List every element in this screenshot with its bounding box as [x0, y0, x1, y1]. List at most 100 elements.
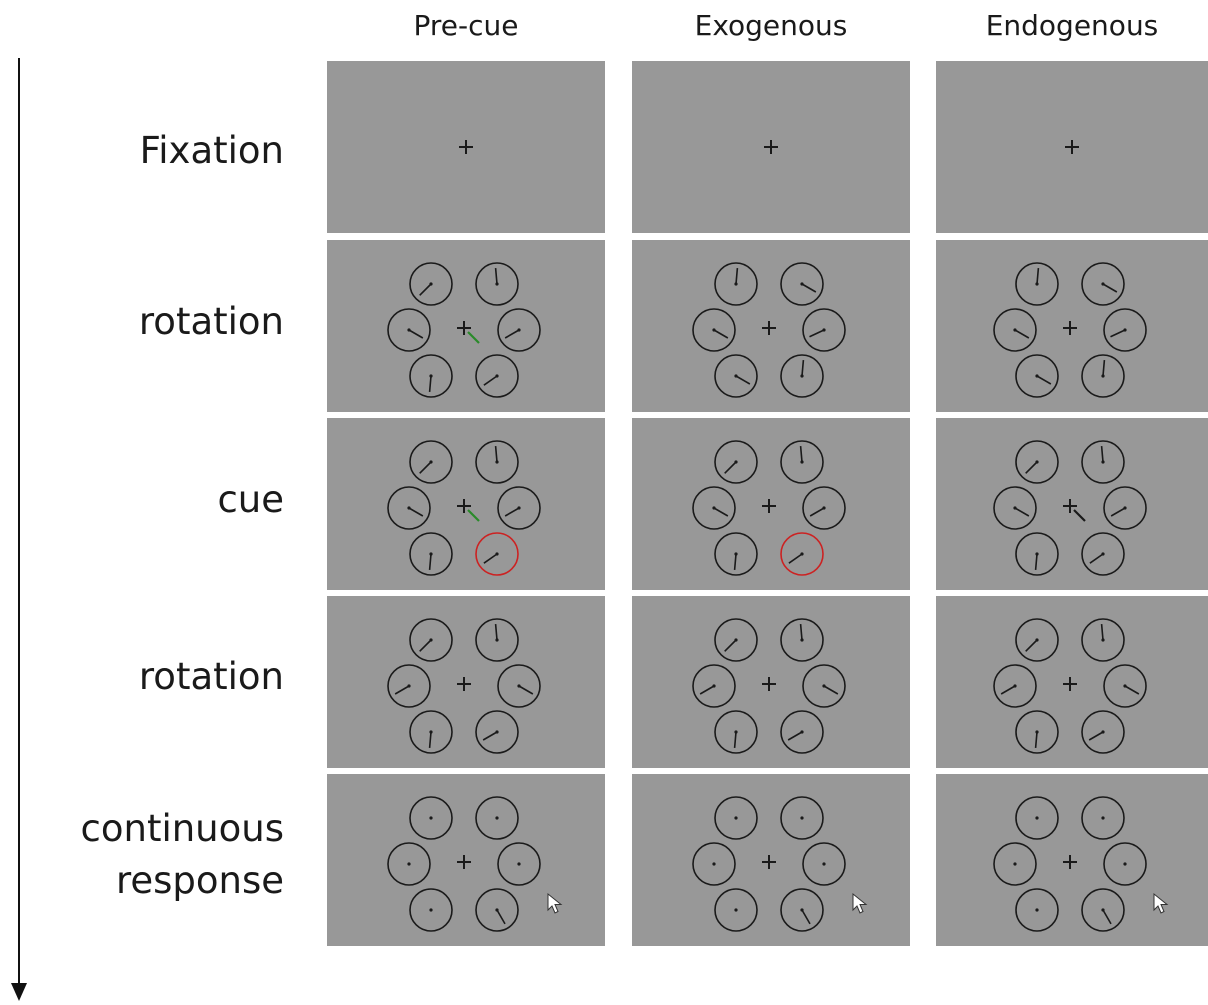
dial-stimulus — [780, 354, 824, 398]
stimulus-panel — [327, 418, 605, 590]
dial-stimulus — [714, 354, 758, 398]
stimulus-panel — [632, 61, 910, 233]
dial-stimulus — [780, 888, 824, 932]
stimulus-panel — [936, 61, 1208, 233]
plus-icon — [457, 321, 471, 335]
dial-stimulus — [497, 486, 541, 530]
mouse-pointer-icon — [852, 892, 868, 914]
dial-stimulus — [780, 796, 824, 840]
dial-stimulus — [1015, 440, 1059, 484]
dial-stimulus — [1081, 618, 1125, 662]
dial-stimulus — [475, 262, 519, 306]
dial-stimulus — [475, 710, 519, 754]
plus-icon — [1063, 677, 1077, 691]
stimulus-panel — [327, 61, 605, 233]
dial-stimulus — [409, 262, 453, 306]
dial-stimulus — [409, 710, 453, 754]
dial-stimulus — [1015, 354, 1059, 398]
dial-stimulus — [993, 842, 1037, 886]
row-label-rotation-2: rotation — [138, 655, 284, 698]
dial-stimulus — [1015, 796, 1059, 840]
dial-stimulus — [993, 308, 1037, 352]
dial-stimulus — [1081, 262, 1125, 306]
dial-stimulus — [780, 532, 824, 576]
plus-icon — [764, 140, 778, 154]
dial-stimulus — [475, 354, 519, 398]
dial-stimulus — [1015, 262, 1059, 306]
center-cue-icon — [1073, 509, 1086, 522]
dial-stimulus — [1081, 440, 1125, 484]
dial-stimulus — [1103, 486, 1147, 530]
dial-stimulus — [1081, 710, 1125, 754]
dial-stimulus — [1081, 354, 1125, 398]
dial-stimulus — [714, 440, 758, 484]
stimulus-panel — [327, 596, 605, 768]
stimulus-panel — [632, 596, 910, 768]
dial-stimulus — [692, 308, 736, 352]
dial-stimulus — [692, 664, 736, 708]
dial-stimulus — [475, 796, 519, 840]
dial-stimulus — [993, 486, 1037, 530]
dial-stimulus — [714, 532, 758, 576]
dial-stimulus — [497, 664, 541, 708]
dial-stimulus — [1015, 618, 1059, 662]
dial-stimulus — [692, 486, 736, 530]
dial-stimulus — [802, 842, 846, 886]
stimulus-panel — [936, 418, 1208, 590]
stimulus-panel — [632, 418, 910, 590]
row-label-rotation-1: rotation — [138, 300, 284, 343]
dial-stimulus — [802, 486, 846, 530]
dial-stimulus — [1015, 532, 1059, 576]
row-label-fixation: Fixation — [139, 129, 284, 172]
dial-stimulus — [714, 262, 758, 306]
plus-icon — [457, 499, 471, 513]
dial-stimulus — [714, 888, 758, 932]
dial-stimulus — [1103, 308, 1147, 352]
column-header-endogenous: Endogenous — [985, 9, 1159, 42]
dial-stimulus — [1081, 888, 1125, 932]
plus-icon — [762, 855, 776, 869]
dial-stimulus — [409, 796, 453, 840]
stimulus-panel — [327, 774, 605, 946]
dial-stimulus — [475, 532, 519, 576]
dial-stimulus — [387, 308, 431, 352]
dial-stimulus — [802, 664, 846, 708]
dial-stimulus — [387, 842, 431, 886]
dial-stimulus — [409, 618, 453, 662]
dial-stimulus — [497, 308, 541, 352]
center-cue-icon — [467, 331, 480, 344]
dial-stimulus — [802, 308, 846, 352]
plus-icon — [1063, 321, 1077, 335]
dial-stimulus — [1103, 664, 1147, 708]
column-header-pre-cue: Pre-cue — [413, 9, 519, 42]
plus-icon — [1063, 855, 1077, 869]
dial-stimulus — [409, 354, 453, 398]
dial-stimulus — [780, 710, 824, 754]
plus-icon — [762, 677, 776, 691]
dial-stimulus — [993, 664, 1037, 708]
plus-icon — [457, 855, 471, 869]
stimulus-panel — [327, 240, 605, 412]
center-cue-icon — [467, 509, 480, 522]
dial-stimulus — [692, 842, 736, 886]
dial-stimulus — [1015, 710, 1059, 754]
plus-icon — [457, 677, 471, 691]
dial-stimulus — [714, 618, 758, 662]
stimulus-panel — [632, 774, 910, 946]
dial-stimulus — [1015, 888, 1059, 932]
dial-stimulus — [714, 796, 758, 840]
dial-stimulus — [1081, 796, 1125, 840]
stimulus-panel — [936, 596, 1208, 768]
row-label-cue: cue — [217, 478, 284, 521]
plus-icon — [762, 321, 776, 335]
dial-stimulus — [409, 888, 453, 932]
dial-stimulus — [1081, 532, 1125, 576]
mouse-pointer-icon — [547, 892, 563, 914]
dial-stimulus — [780, 440, 824, 484]
dial-stimulus — [780, 262, 824, 306]
down-arrow-icon — [11, 58, 27, 1001]
plus-icon — [459, 140, 473, 154]
column-header-exogenous: Exogenous — [694, 9, 848, 42]
dial-stimulus — [1103, 842, 1147, 886]
dial-stimulus — [387, 664, 431, 708]
